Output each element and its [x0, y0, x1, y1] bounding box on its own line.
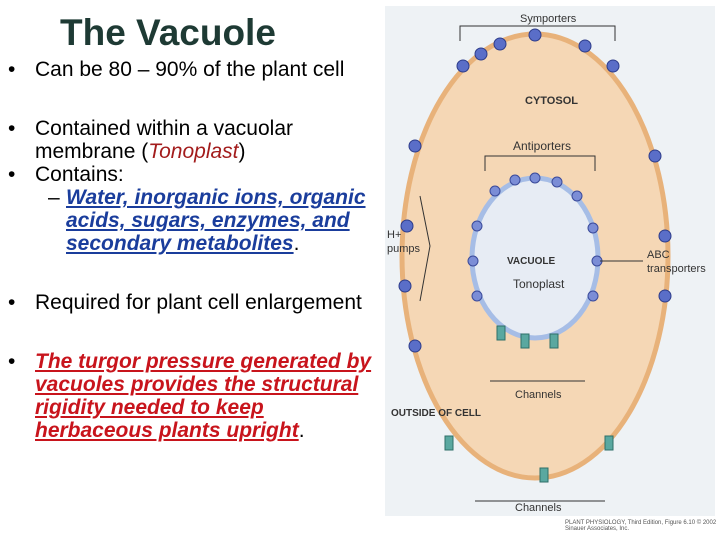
- abc-transporters-label: transporters: [647, 263, 706, 275]
- symporters-label: Symporters: [520, 13, 577, 25]
- pumps-bracket: [419, 195, 431, 302]
- bullet-turgor: •The turgor pressure generated by vacuol…: [8, 350, 372, 442]
- tonoplast-label: Tonoplast: [513, 277, 565, 291]
- abc-label: ABC: [647, 249, 670, 261]
- bullet-size: •Can be 80 – 90% of the plant cell: [8, 58, 345, 81]
- sub-bullet-contents: –Water, inorganic ions, organic acids, s…: [48, 186, 366, 255]
- turgor-period: .: [298, 419, 305, 442]
- tonoplast-transporters: [467, 172, 603, 302]
- vacuole-label: VACUOLE: [507, 256, 555, 267]
- bullet-contains: •Contains:: [8, 163, 124, 186]
- contents-period: .: [293, 232, 300, 255]
- slide-title: The Vacuole: [60, 12, 276, 53]
- antiporters-bracket: [484, 155, 596, 171]
- channels-outer-label: Channels: [515, 502, 562, 514]
- bullet-enlargement: •Required for plant cell enlargement: [8, 291, 362, 314]
- bullet-membrane: •Contained within a vacuolar membrane (T…: [8, 117, 293, 163]
- cytosol-label: CYTOSOL: [525, 95, 578, 107]
- turgor-text: The turgor pressure generated by vacuole…: [35, 350, 372, 442]
- figure-caption: PLANT PHYSIOLOGY, Third Edition, Figure …: [565, 520, 717, 532]
- bullet-contains-text: Contains:: [35, 163, 124, 186]
- tonoplast-term: Tonoplast: [148, 140, 239, 163]
- cell-diagram: Symporters CYTOSOL Antiporters H+ pumps …: [387, 13, 706, 514]
- channel-proteins: [444, 325, 614, 483]
- bullet-list: •Can be 80 – 90% of the plant cell •Cont…: [8, 58, 373, 442]
- contents-list: Water, inorganic ions, organic acids, su…: [66, 186, 366, 255]
- membrane-transporters: [398, 28, 672, 353]
- channels-inner-label: Channels: [515, 389, 562, 401]
- vacuole-figure: Symporters CYTOSOL Antiporters H+ pumps …: [385, 6, 715, 516]
- bullet-membrane-close: ): [238, 140, 246, 163]
- bullet-size-text: Can be 80 – 90% of the plant cell: [35, 58, 345, 81]
- hplus-label: H+: [387, 229, 401, 241]
- symporters-bracket: [459, 25, 616, 41]
- antiporters-label: Antiporters: [513, 139, 571, 153]
- outside-cell-label: OUTSIDE OF CELL: [391, 408, 481, 419]
- bullet-membrane-text: Contained within a vacuolar membrane (: [35, 117, 293, 163]
- bullet-enlargement-text: Required for plant cell enlargement: [35, 291, 362, 314]
- pumps-label: pumps: [387, 243, 421, 255]
